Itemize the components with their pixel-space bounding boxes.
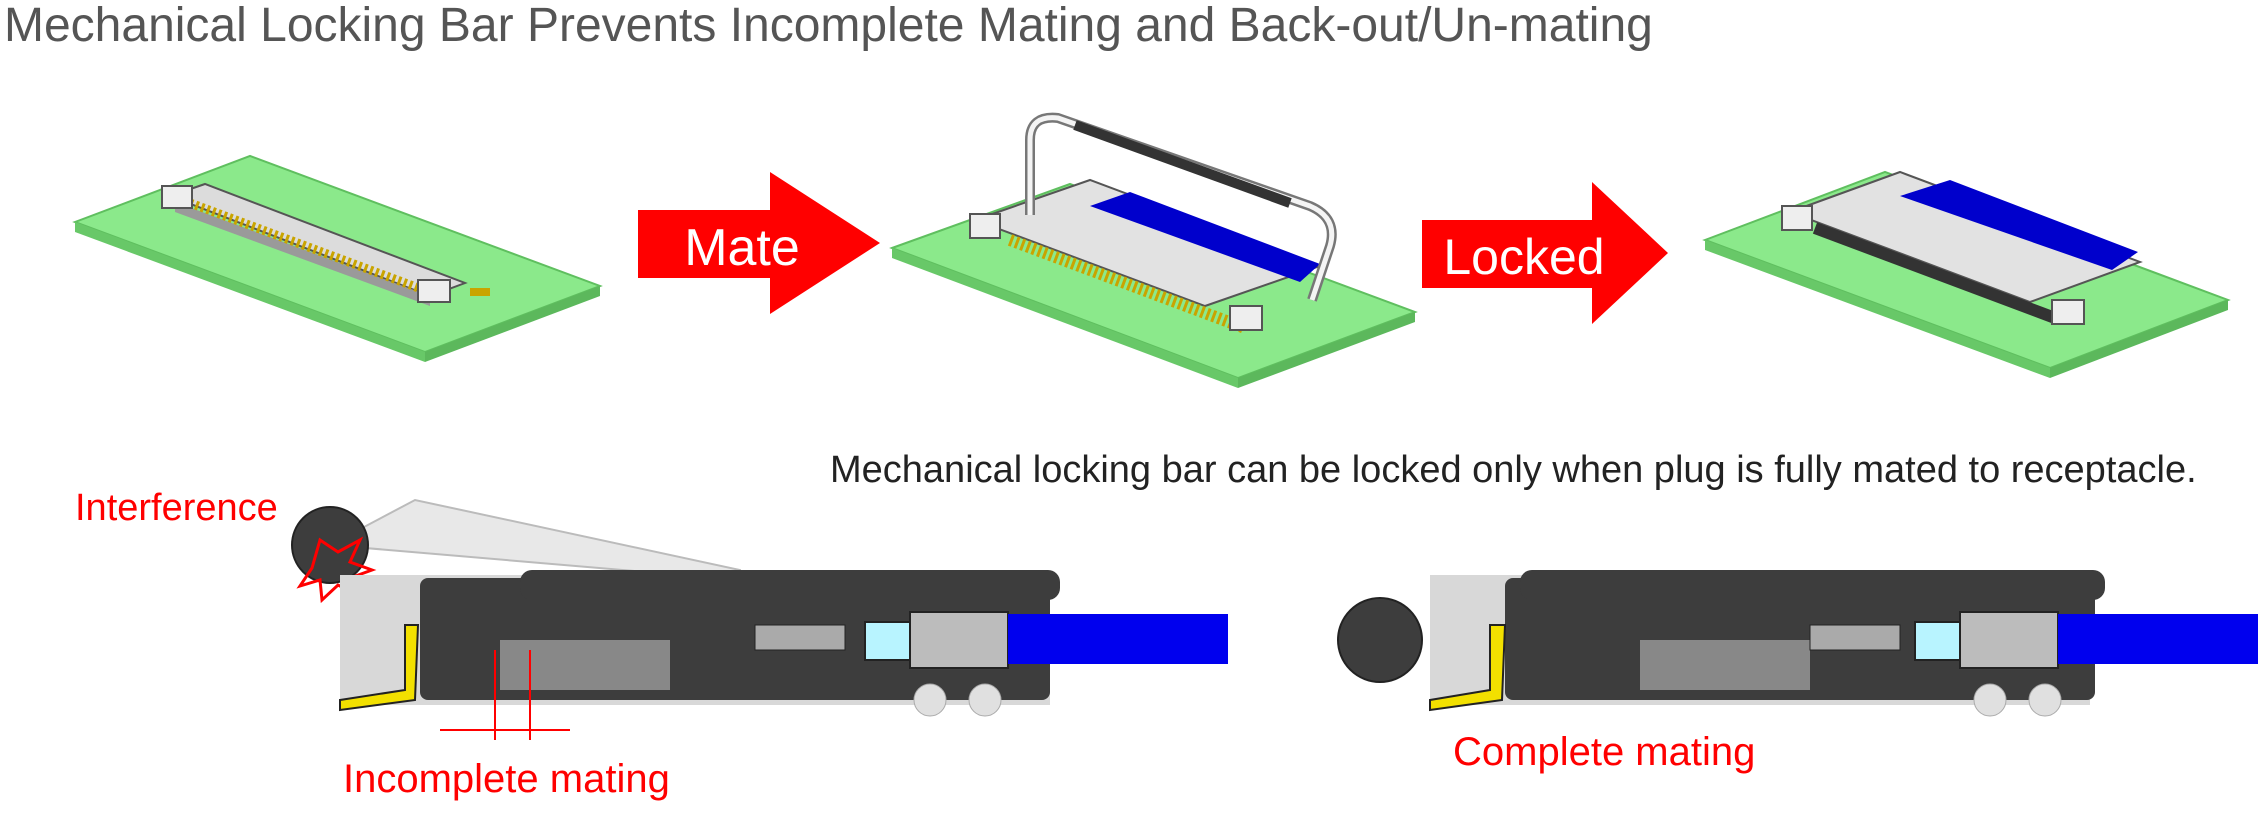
locked-arrow: Locked: [1422, 182, 1668, 324]
locked-arrow-label: Locked: [1443, 229, 1604, 285]
complete-section: [1337, 570, 2258, 717]
locked-board: [1702, 170, 2231, 378]
incomplete-mating-label: Incomplete mating: [343, 757, 670, 801]
receptacle-board: [72, 154, 603, 362]
page-title: Mechanical Locking Bar Prevents Incomple…: [4, 0, 1653, 52]
interference-label: Interference: [75, 487, 278, 529]
mating-board: [889, 112, 1418, 388]
mate-arrow: Mate: [638, 172, 880, 314]
complete-mating-label: Complete mating: [1453, 730, 1755, 774]
caption-text: Mechanical locking bar can be locked onl…: [830, 449, 2197, 491]
incomplete-section: [291, 498, 1228, 740]
mate-arrow-label: Mate: [684, 219, 800, 277]
